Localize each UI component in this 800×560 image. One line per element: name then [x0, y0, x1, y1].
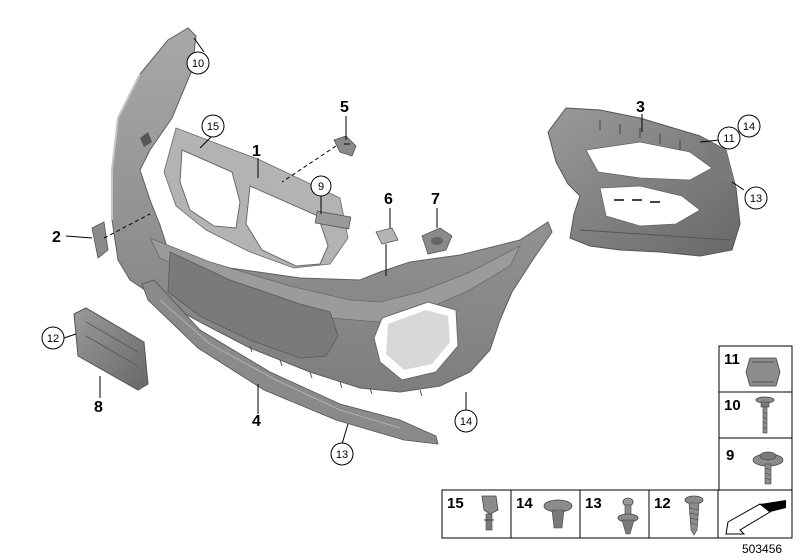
expansion-clip-icon: [481, 495, 499, 531]
callout-6: 6: [384, 191, 393, 208]
callout-circle-15: [201, 114, 225, 138]
callout-7: 7: [431, 191, 440, 208]
carrier-bracket: [547, 107, 741, 257]
grid-label-15: 15: [447, 495, 464, 512]
callout-circle-9: [310, 175, 332, 197]
bolt-icon: [755, 396, 775, 434]
callout-14: 14: [743, 121, 755, 133]
callout-11: 11: [723, 133, 734, 145]
callout-12: 12: [47, 333, 59, 345]
grid-label-12: 12: [654, 495, 671, 512]
callout-1: 1: [252, 143, 261, 160]
fastener-grid-row: 15 14 13 12: [441, 489, 793, 539]
callout-10: 10: [192, 58, 204, 70]
callout-13b: 13: [750, 193, 762, 205]
callout-circle-10: [186, 51, 210, 75]
callout-8: 8: [94, 399, 103, 416]
callout-9: 9: [318, 181, 324, 193]
sheet-metal-screw-icon: [684, 495, 704, 536]
grid-cell-10: [718, 391, 793, 439]
fastener-grid-column: 11 10 9: [718, 345, 793, 491]
callout-circle-14b: [454, 409, 478, 433]
cover-cap-6: [375, 227, 399, 245]
callout-14b: 14: [460, 416, 472, 428]
grid-label-13: 13: [585, 495, 602, 512]
callout-circle-13b: [744, 186, 768, 210]
clip-nut-icon: [745, 357, 781, 387]
callout-circle-12: [41, 326, 65, 350]
callout-circle-14: [737, 114, 761, 138]
cover-flap-2: [91, 221, 109, 259]
callouts: 1 2 3 4 5 6 7 8 9 10 11 12 13 13 14 14 1…: [41, 51, 768, 466]
push-clip-icon: [617, 497, 639, 535]
callout-13: 13: [336, 449, 348, 461]
sensor-holder-7: [421, 227, 453, 255]
grid-label-10: 10: [724, 397, 741, 414]
callout-4: 4: [252, 413, 261, 430]
callout-2: 2: [52, 229, 61, 246]
grid-cell-14: [510, 489, 581, 539]
grid-label-9: 9: [726, 447, 734, 464]
leader-lines: [57, 37, 745, 445]
arrow-icon: [725, 500, 786, 535]
grid-cell-9: [718, 437, 793, 491]
trim-strip: [141, 279, 439, 445]
callout-15: 15: [207, 121, 219, 133]
licence-plate-base: [73, 307, 149, 391]
grid-label-11: 11: [724, 351, 740, 368]
callout-circle-11: [717, 126, 741, 150]
cover-plate-9: [314, 210, 352, 230]
callout-3: 3: [636, 99, 645, 116]
bumper-cover: [111, 27, 553, 397]
grid-cell-12: [648, 489, 719, 539]
bracket-5: [333, 135, 357, 157]
callout-5: 5: [340, 99, 349, 116]
grid-cell-13: [579, 489, 650, 539]
collar-screw-icon: [752, 451, 784, 485]
rivet-icon: [543, 499, 573, 529]
document-id: 503456: [742, 542, 782, 556]
callout-circle-13: [330, 442, 354, 466]
grid-label-14: 14: [516, 495, 533, 512]
